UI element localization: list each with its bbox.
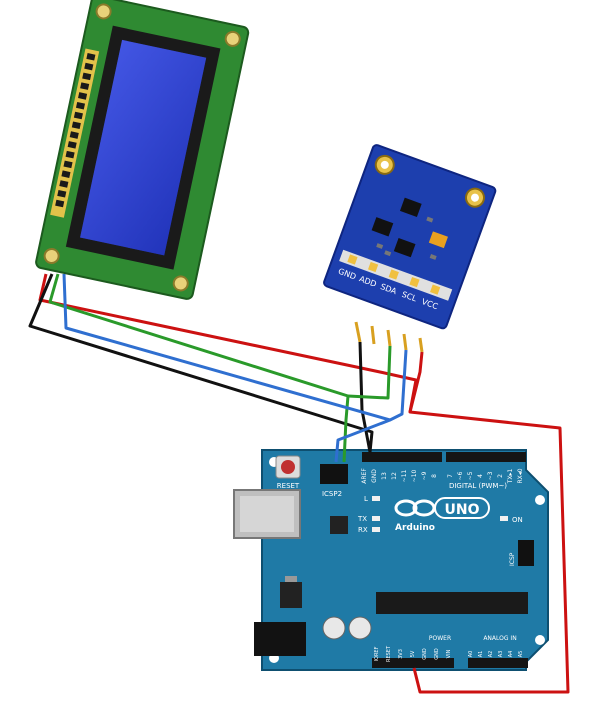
analog-pin-a5: A5: [518, 651, 524, 658]
capacitor: [322, 616, 346, 640]
power-header: [372, 658, 454, 668]
icsp-label: ICSP: [509, 552, 516, 566]
light-sensor-module: GND ADD SDA SCL VCC: [323, 144, 497, 330]
power-pin-5v: 5V: [410, 650, 416, 657]
digital-header-left: [362, 452, 442, 462]
sensor-chip: [393, 237, 416, 258]
power-pin-gnd2: GND: [434, 648, 440, 660]
pin-label-10: ~10: [411, 469, 418, 482]
wire-vcc-sensor: [408, 351, 570, 694]
sensor-light-ic: [428, 231, 448, 249]
wire-sda-lcd: [48, 273, 350, 463]
power-pin-vin: VIN: [446, 649, 452, 658]
analog-pin-a2: A2: [488, 651, 494, 658]
analog-header: [468, 658, 528, 668]
rx-led-label: RX: [358, 526, 368, 534]
icsp-header: [518, 540, 534, 566]
on-led-label: ON: [512, 516, 523, 524]
pin-label-4: 4: [477, 474, 484, 478]
lcd-mount-hole: [43, 247, 60, 264]
lcd-mount-hole: [172, 275, 189, 292]
sensor-pcb: [323, 144, 497, 330]
pin-label-7: 7: [447, 474, 454, 478]
pin-label-2: 2: [497, 474, 504, 478]
uno-label: UNO: [445, 502, 480, 518]
arduino-brand-label: Arduino: [395, 523, 435, 533]
pin-label-1: TX▸1: [507, 469, 514, 485]
wire-gnd-lcd: [28, 273, 374, 453]
pin-label-13: 13: [381, 472, 388, 480]
power-pin-reset: RESET: [386, 645, 392, 662]
digital-header-right: [446, 452, 526, 462]
lcd-mount-hole: [95, 3, 112, 20]
wire-gnd-sensor: [358, 341, 372, 453]
power-label: POWER: [429, 635, 451, 642]
pin-label-aref: AREF: [361, 468, 368, 484]
icsp2-header: [320, 464, 348, 484]
power-pin-ioref: IOREF: [374, 646, 380, 661]
pin-label-8: 8: [431, 474, 438, 478]
power-pin-3v3: 3V3: [398, 649, 404, 659]
reset-label: RESET: [277, 482, 300, 490]
wire-scl-lcd: [62, 273, 392, 463]
lcd-module: [35, 0, 250, 300]
lcd-mount-hole: [224, 30, 241, 47]
analog-pin-a0: A0: [468, 651, 474, 658]
arduino-logo: UNO Arduino: [394, 497, 490, 533]
usb-chip: [330, 516, 348, 534]
pin-label-3: ~3: [487, 471, 494, 480]
power-jack: [254, 622, 306, 656]
sensor-chip: [399, 197, 422, 217]
wire-scl-sensor: [389, 349, 408, 422]
wires: [28, 273, 570, 694]
pin-label-12: 12: [391, 472, 398, 480]
digital-label: DIGITAL (PWM~): [449, 482, 507, 490]
capacitor: [348, 616, 372, 640]
analog-pin-a3: A3: [498, 651, 504, 658]
pin-label-gnd-top: GND: [371, 469, 378, 483]
pin-label-0: RX◂0: [517, 468, 524, 483]
l-led-label: L: [364, 495, 368, 503]
pin-label-5: ~5: [467, 471, 474, 480]
pin-label-9: ~9: [421, 471, 428, 480]
power-pin-gnd1: GND: [422, 648, 428, 660]
voltage-regulator: [280, 582, 302, 608]
pin-label-11: ~11: [401, 469, 408, 482]
pin-label-6: ~6: [457, 471, 464, 480]
arduino-uno-board: RESET ICSP2 AREF GND 13 12 ~11 ~10 ~9 8 …: [233, 449, 549, 671]
analog-pin-a1: A1: [478, 651, 484, 658]
analog-pin-a4: A4: [508, 651, 514, 658]
analog-label: ANALOG IN: [483, 635, 516, 642]
sensor-chip: [371, 217, 394, 237]
wire-sda-sensor: [347, 345, 392, 400]
microcontroller: [376, 592, 528, 614]
icsp2-label: ICSP2: [322, 490, 342, 498]
sensor-legs: [354, 321, 424, 353]
tx-led-label: TX: [357, 515, 367, 523]
